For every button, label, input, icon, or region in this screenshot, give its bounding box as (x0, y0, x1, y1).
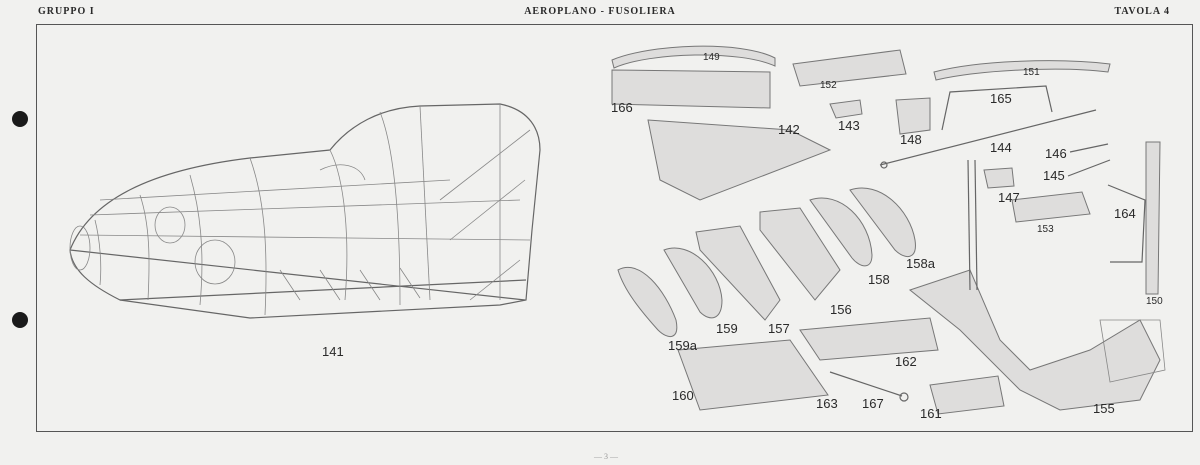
part-label-164: 164 (1114, 206, 1136, 221)
page-mark: — 3 — (594, 452, 618, 461)
binder-hole-icon (12, 312, 28, 328)
part-label-156: 156 (830, 302, 852, 317)
part-label-163: 163 (816, 396, 838, 411)
part-label-149: 149 (703, 52, 720, 63)
group-label: GRUPPO I (38, 6, 95, 17)
part-label-157: 157 (768, 321, 790, 336)
part-label-162: 162 (895, 354, 917, 369)
part-label-167: 167 (862, 396, 884, 411)
part-label-166: 166 (611, 100, 633, 115)
part-label-159a: 159a (668, 338, 698, 353)
part-label-145: 145 (1043, 168, 1065, 183)
part-label-151: 151 (1023, 67, 1040, 78)
part-label-148: 148 (900, 132, 922, 147)
part-label-161: 161 (920, 406, 942, 421)
part-label-144: 144 (990, 140, 1012, 155)
part-label-147: 147 (998, 190, 1020, 205)
part-label-155: 155 (1093, 401, 1115, 416)
plate-title: AEROPLANO - FUSOLIERA (524, 6, 676, 17)
exploded-parts (611, 45, 1166, 415)
part-label-165: 165 (990, 91, 1012, 106)
part-label-143: 143 (838, 118, 860, 133)
plate-number: TAVOLA 4 (1114, 6, 1170, 17)
part-label-141: 141 (322, 344, 344, 359)
part-label-158a: 158a (906, 256, 936, 271)
fuselage-frame-141 (69, 103, 541, 319)
part-label-150: 150 (1146, 296, 1163, 307)
part-label-153: 153 (1037, 224, 1054, 235)
part-label-146: 146 (1045, 146, 1067, 161)
part-label-159: 159 (716, 321, 738, 336)
binder-hole-icon (12, 111, 28, 127)
part-label-142: 142 (778, 122, 800, 137)
part-label-158: 158 (868, 272, 890, 287)
part-label-152: 152 (820, 80, 837, 91)
plate-frame (36, 24, 1193, 432)
part-label-160: 160 (672, 388, 694, 403)
